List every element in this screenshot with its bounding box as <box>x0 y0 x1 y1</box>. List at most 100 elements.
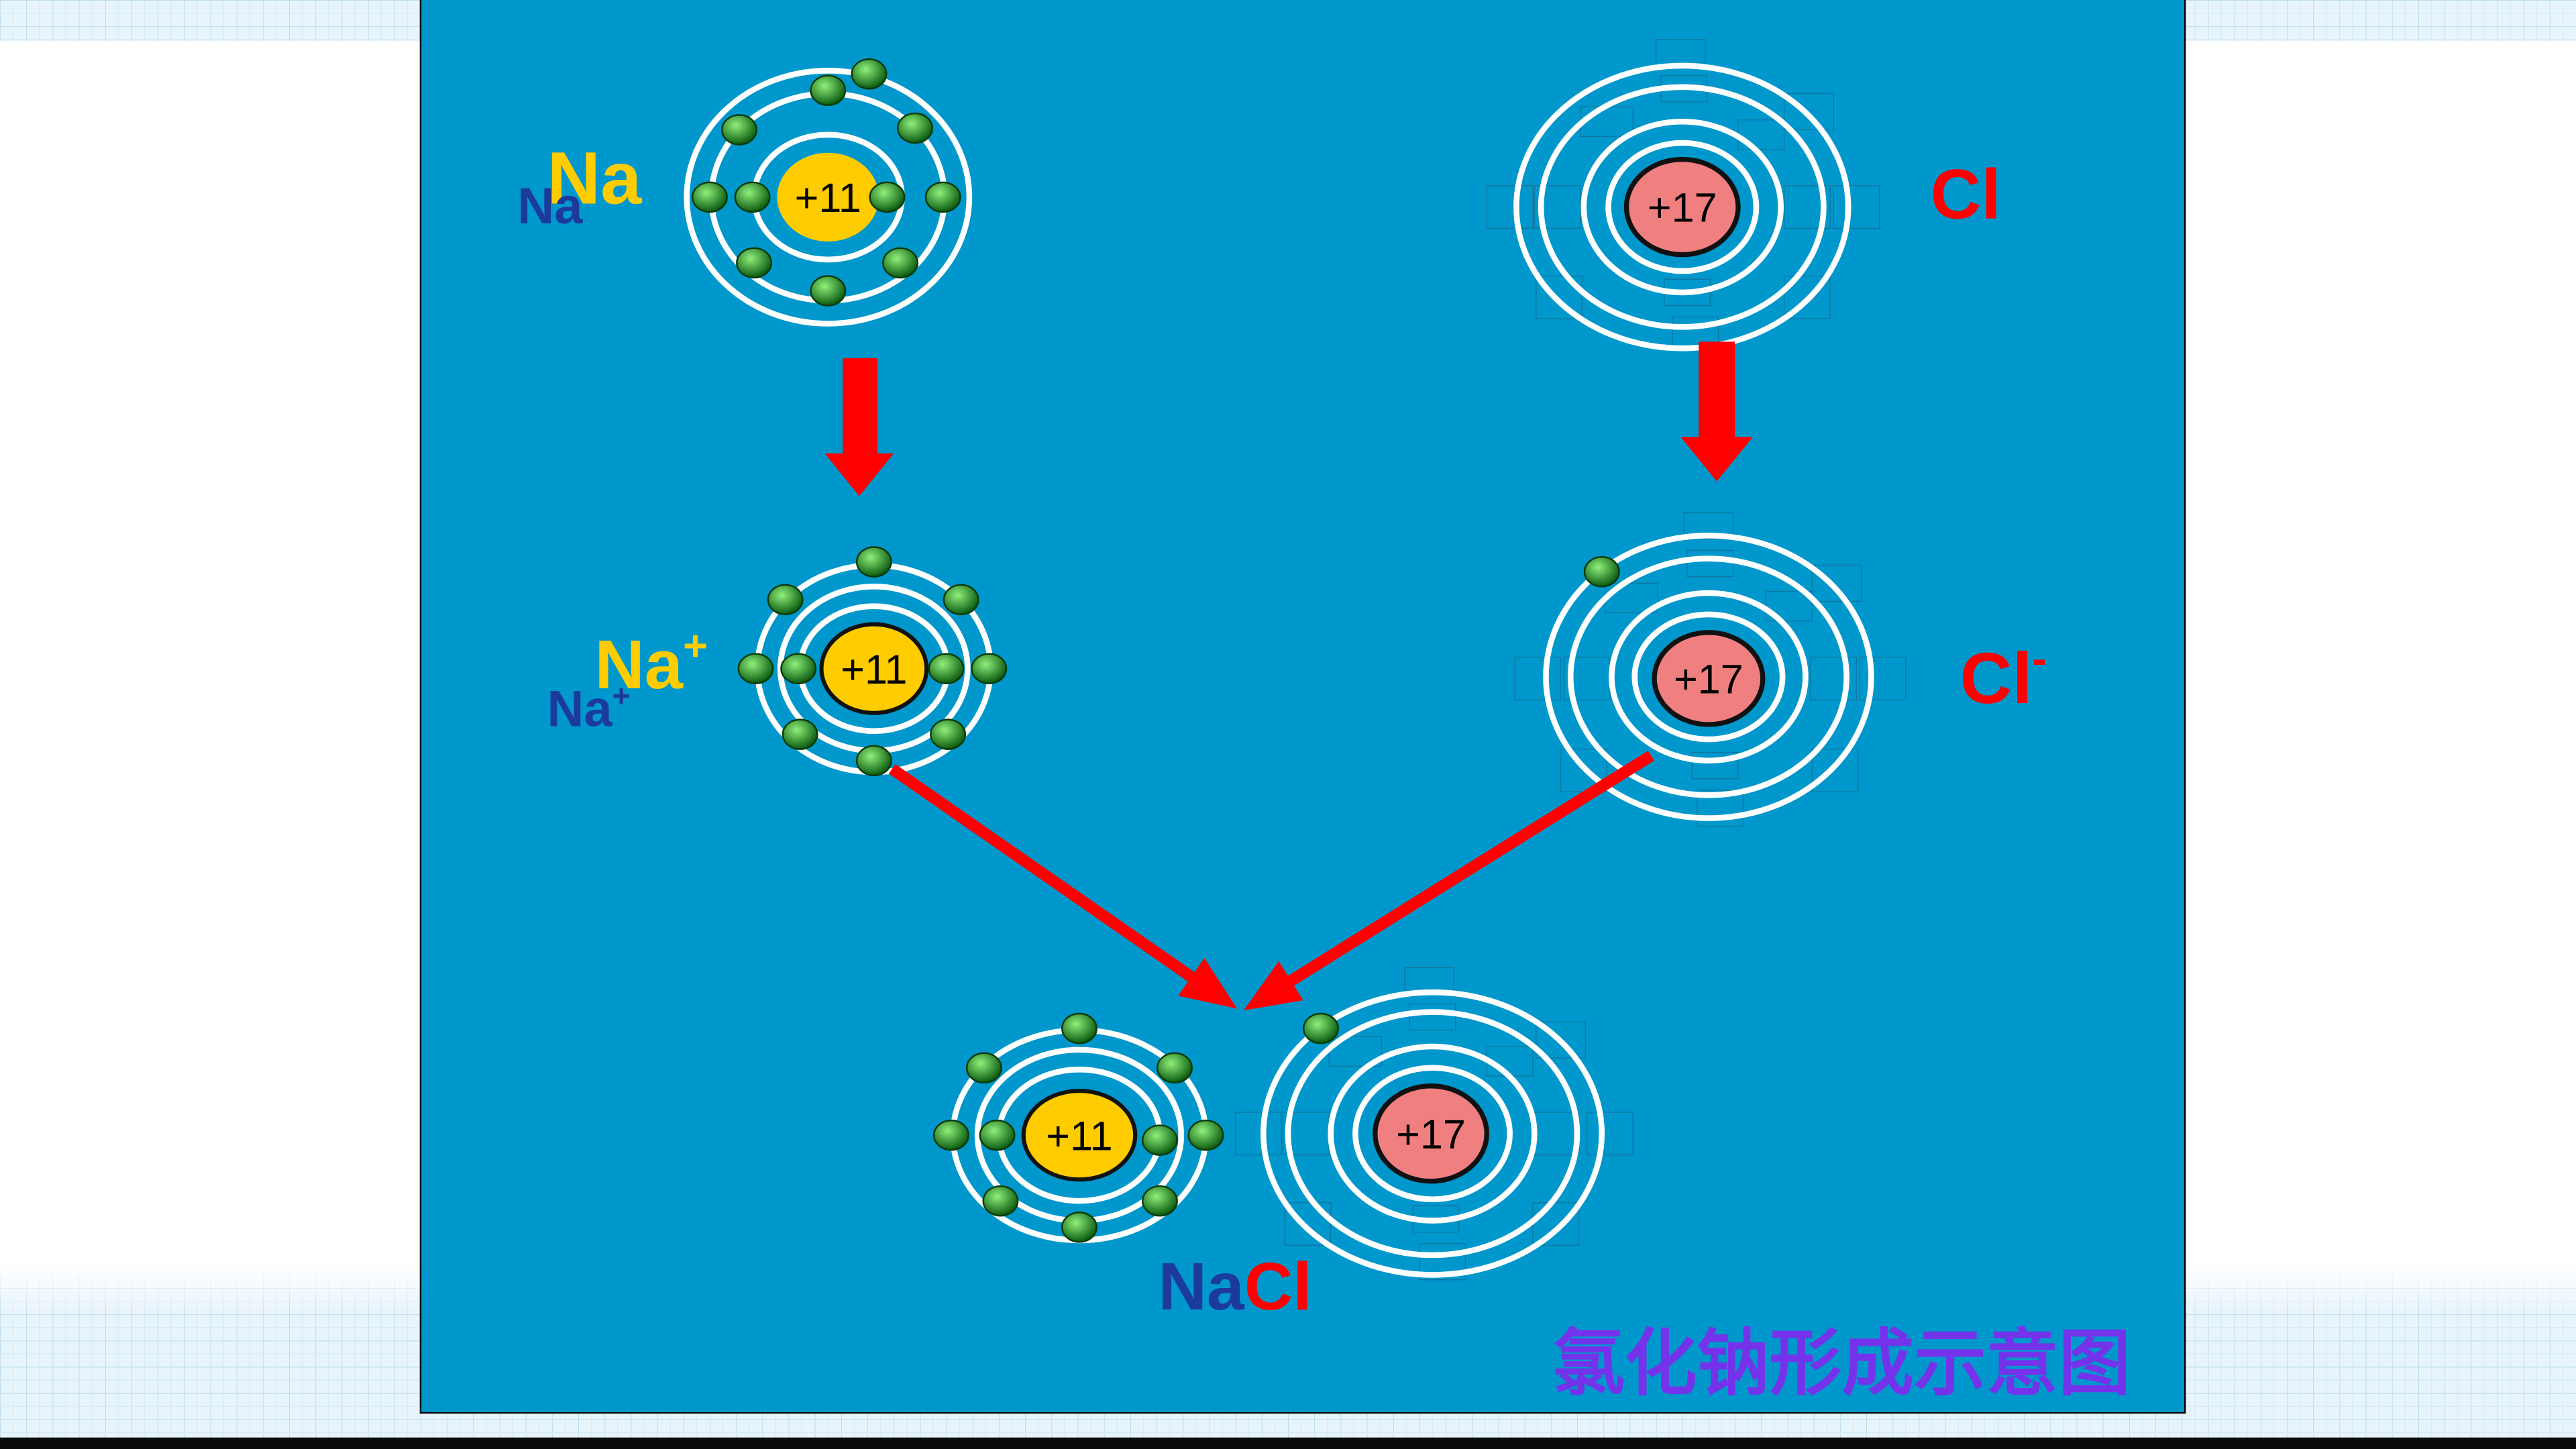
arrow-shaft <box>888 764 1195 982</box>
placeholder-box <box>1697 790 1744 827</box>
placeholder-box <box>1536 1021 1586 1059</box>
placeholder-box <box>1534 185 1581 229</box>
sodium-atom: +11 Na Na <box>517 58 973 327</box>
placeholder-box <box>1783 185 1831 229</box>
electron <box>721 114 757 146</box>
electron <box>1061 1212 1097 1243</box>
placeholder-box <box>1859 656 1907 700</box>
electron-shell <box>1352 1065 1513 1203</box>
arrow-head <box>1243 961 1303 1011</box>
chlorine-nucleus <box>1623 156 1741 258</box>
sodium-label: Na <box>547 138 643 220</box>
electron <box>1157 1052 1193 1084</box>
electron-shell <box>1609 590 1809 764</box>
electron <box>933 1119 969 1151</box>
electron-shell <box>1567 555 1849 798</box>
electrons <box>692 58 961 307</box>
placeholder-box <box>1691 751 1739 780</box>
chlorine-atom: +17 Cl <box>1513 62 2001 352</box>
electron <box>855 745 892 777</box>
placeholder-box <box>1486 185 1534 229</box>
ion-symbol: Na <box>595 626 684 703</box>
nucleus-charge: +17 <box>1396 1112 1466 1157</box>
electron-shell <box>1328 1043 1538 1224</box>
electron <box>1142 1185 1178 1217</box>
electron <box>897 112 934 144</box>
electron <box>737 653 774 685</box>
placeholder-box <box>1234 1112 1282 1156</box>
electron <box>810 74 847 106</box>
nucleus-charge: +11 <box>795 175 861 221</box>
sodium-nucleus <box>777 152 879 241</box>
electron-shell <box>1285 1009 1580 1258</box>
ion-symbol: Cl <box>1960 637 2033 718</box>
ion-charge: - <box>2032 635 2046 683</box>
formula-sodium: Na <box>1159 1249 1245 1324</box>
electron <box>924 181 961 213</box>
arrow-down-chlorine <box>1680 341 1754 482</box>
electron-shell <box>1605 140 1760 274</box>
placeholder-box <box>1586 1112 1634 1156</box>
arrow-shaft <box>1699 341 1735 441</box>
nucleus-charge: +11 <box>841 647 907 692</box>
arrow-head <box>824 453 894 496</box>
sodium-nucleus <box>819 622 929 715</box>
electron <box>982 1185 1019 1217</box>
sodium-ion-label: Na+ <box>595 622 708 703</box>
sodium-ion: +11 Na+ Na+ <box>547 546 1008 777</box>
electron <box>979 1119 1016 1151</box>
electron-shell <box>1538 84 1827 330</box>
placeholder-box <box>1409 1003 1456 1031</box>
sodium-nucleus <box>1021 1089 1138 1182</box>
electron <box>780 653 817 685</box>
placeholder-box <box>1811 564 1862 602</box>
electron <box>1061 1012 1097 1044</box>
arrow-down-sodium <box>824 358 894 496</box>
placeholder-box <box>1811 749 1859 793</box>
placeholder-box <box>1514 656 1562 700</box>
electron-shell <box>1580 118 1784 296</box>
arrow-head <box>1680 437 1754 482</box>
placeholder-box <box>1683 512 1734 540</box>
chloride-ion-label: Cl- <box>1960 635 2047 718</box>
placeholder-box <box>1833 185 1880 229</box>
ion-charge: + <box>683 622 708 669</box>
nucleus-charge: +11 <box>1046 1113 1112 1159</box>
placeholder-box <box>1783 275 1831 319</box>
chloride-ion: +17 Cl- <box>1543 533 2047 821</box>
nucleus-charge: +17 <box>1674 656 1743 702</box>
electron <box>855 546 892 578</box>
arrow-head <box>1178 958 1238 1009</box>
electron <box>692 181 728 213</box>
slide-panel <box>419 0 2186 1414</box>
sodium-ion-small-label: Na+ <box>547 678 631 737</box>
arrow-to-product-from-sodium <box>888 764 1238 1009</box>
chlorine-label: Cl <box>1931 156 2001 234</box>
arrow-shaft <box>1287 751 1654 986</box>
formula-chlorine: Cl <box>1244 1249 1311 1324</box>
electron <box>971 653 1008 685</box>
electron-shell <box>1513 62 1851 352</box>
sodium-chloride: +11 +17 NaCl <box>933 989 1605 1324</box>
electron <box>930 718 966 750</box>
electron <box>782 718 818 750</box>
nacl-formula: NaCl <box>1159 1249 1312 1324</box>
placeholder-box <box>1284 1201 1332 1246</box>
ion-charge: + <box>612 678 631 713</box>
electron <box>869 181 906 213</box>
electrons <box>933 1012 1224 1243</box>
electrons <box>737 546 1008 777</box>
electron-shells <box>1543 533 1874 821</box>
electron <box>736 247 773 279</box>
electron <box>851 58 888 90</box>
sodium-small-label: Na <box>517 178 583 235</box>
electron-shell <box>684 68 973 327</box>
electron-shell <box>1260 989 1605 1278</box>
electron <box>966 1052 1002 1084</box>
diagram-caption: 氯化钠形成示意图 <box>1552 1322 2131 1405</box>
arrow-shaft <box>843 358 877 457</box>
electron <box>882 247 918 279</box>
arrow-to-product-from-chlorine <box>1243 751 1654 1011</box>
ion-symbol: Na <box>547 680 613 737</box>
